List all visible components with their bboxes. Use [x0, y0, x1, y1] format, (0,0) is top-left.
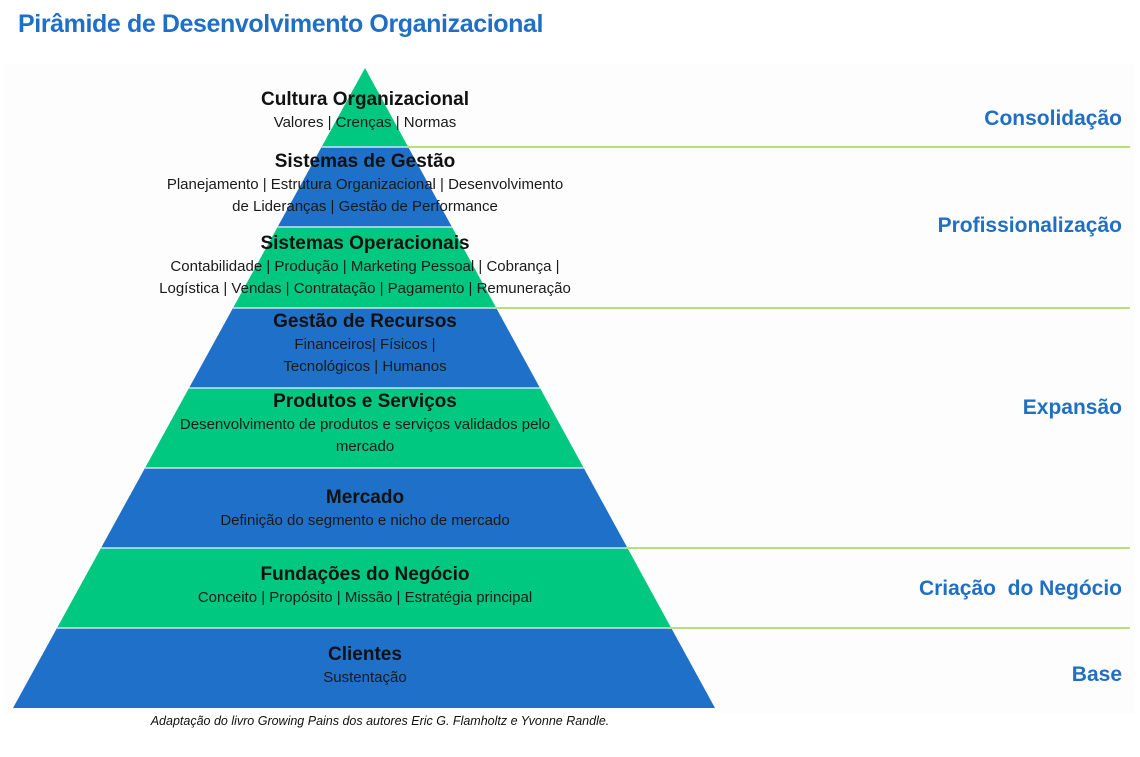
layer-description: Conceito | Propósito | Missão | Estratég…: [197, 589, 533, 606]
stage-consolidacao: Consolidação: [984, 107, 1122, 130]
layer-description: Sustentação: [323, 669, 407, 686]
layer-description: Financeiros| Físicos |: [294, 336, 436, 353]
layer-clientes: Clientes Sustentação: [165, 643, 565, 689]
layer-fundacoes-do-negocio: Fundações do Negócio Conceito | Propósit…: [115, 563, 615, 609]
layer-description: Tecnológicos | Humanos: [283, 358, 447, 375]
layer-description: Desenvolvimento de produtos e serviços v…: [179, 416, 551, 433]
layer-title: Cultura Organizacional: [261, 89, 469, 110]
pyramid-layer-shape: [13, 628, 715, 708]
pyramid-layer-shape: [189, 308, 540, 388]
layer-title: Produtos e Serviços: [273, 391, 457, 412]
pyramid-layer-shape: [321, 68, 409, 147]
stage-expansao: Expansão: [1022, 396, 1122, 419]
layer-description: Definição do segmento e nicho de mercado: [220, 512, 510, 529]
layer-description: mercado: [335, 438, 395, 455]
layer-description: de Lideranças | Gestão de Performance: [232, 198, 498, 215]
pyramid-layer-shape: [145, 388, 584, 468]
layer-title: Sistemas de Gestão: [274, 151, 456, 172]
stage-criacao-do-negocio: Criação do Negócio: [918, 577, 1122, 600]
stage-profissionalizacao: Profissionalização: [937, 214, 1122, 237]
layer-mercado: Mercado Definição do segmento e nicho de…: [115, 486, 615, 532]
layer-sistemas-de-gestao: Sistemas de Gestão Planejamento | Estrut…: [65, 150, 665, 218]
layer-title: Clientes: [328, 644, 402, 665]
layer-produtos-e-servicos: Produtos e Serviços Desenvolvimento de p…: [115, 390, 615, 458]
layer-description: Contabilidade | Produção | Marketing Pes…: [170, 258, 560, 275]
layer-description: Logística | Vendas | Contratação | Pagam…: [159, 280, 571, 297]
pyramid-layer-shape: [57, 548, 672, 628]
layer-gestao-de-recursos: Gestão de Recursos Financeiros| Físicos …: [165, 310, 565, 378]
pyramid-layer-shape: [101, 468, 628, 548]
layer-cultura-organizacional: Cultura Organizacional Valores | Crenças…: [165, 88, 565, 134]
layer-description: Planejamento | Estrutura Organizacional …: [166, 176, 564, 193]
pyramid-layer-shape: [233, 227, 497, 308]
page-title: Pirâmide de Desenvolvimento Organizacion…: [18, 10, 544, 38]
layer-sistemas-operacionais: Sistemas Operacionais Contabilidade | Pr…: [65, 232, 665, 300]
layer-title: Sistemas Operacionais: [260, 233, 470, 254]
pyramid-layer-shape: [277, 147, 452, 227]
layer-title: Mercado: [325, 487, 405, 508]
layer-title: Fundações do Negócio: [260, 564, 470, 585]
layer-description: Valores | Crenças | Normas: [273, 114, 457, 131]
layer-title: Gestão de Recursos: [273, 311, 457, 332]
stage-base: Base: [1071, 663, 1122, 686]
source-caption: Adaptação do livro Growing Pains dos aut…: [150, 714, 610, 728]
